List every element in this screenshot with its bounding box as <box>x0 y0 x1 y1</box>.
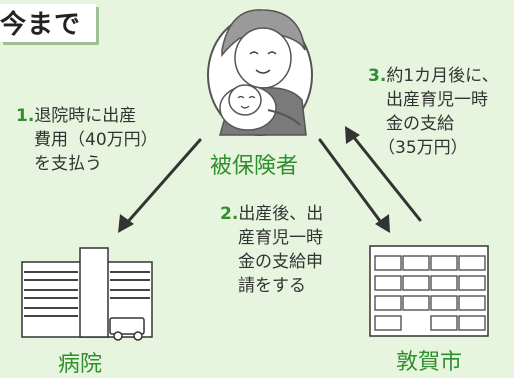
step-3-line-3: 金の支給 <box>386 114 454 134</box>
arrow-insured-to-city <box>318 138 385 227</box>
page-title: 今まで <box>0 10 82 40</box>
step-1-number: 1 <box>16 106 28 126</box>
step-2-line-2: 産育児一時 <box>238 228 323 248</box>
arrowhead-hospital <box>118 214 134 233</box>
step-2-line-4: 請をする <box>238 276 306 296</box>
title-box <box>0 4 96 42</box>
step-2-number: 2 <box>220 204 232 224</box>
step-3-line-2: 出産育児一時 <box>386 90 488 110</box>
arrow-city-to-insured <box>350 133 422 222</box>
step-2: 2.出産後、出 産育児一時 金の支給申 請をする <box>220 204 324 296</box>
step-2-line-1: 出産後、出 <box>238 204 324 224</box>
node-insured-label: 被保険者 <box>210 154 299 179</box>
city-hall-icon <box>369 245 489 337</box>
node-city-label: 敦賀市 <box>396 350 463 375</box>
step-1-line-1: 退院時に出産 <box>34 106 137 126</box>
grandmother-with-baby-icon <box>207 9 313 136</box>
arrow-insured-to-hospital <box>123 138 202 227</box>
step-1: 1.退院時に出産 費用（40万円） を支払う <box>16 106 158 174</box>
arrowhead-insured <box>345 126 360 144</box>
step-1-line-2: 費用（40万円） <box>34 130 158 150</box>
step-3: 3.約1カ月後に、 出産育児一時 金の支給 （35万円） <box>368 66 499 158</box>
step-2-line-3: 金の支給申 <box>238 252 323 272</box>
hospital-icon <box>21 247 153 341</box>
step-3-line-4: （35万円） <box>378 138 468 158</box>
node-hospital-label: 病院 <box>58 352 103 377</box>
step-3-number: 3 <box>368 66 380 86</box>
arrowhead-city <box>375 214 390 233</box>
step-1-line-3: を支払う <box>34 154 102 174</box>
step-3-line-1: 約1カ月後に、 <box>386 66 499 86</box>
